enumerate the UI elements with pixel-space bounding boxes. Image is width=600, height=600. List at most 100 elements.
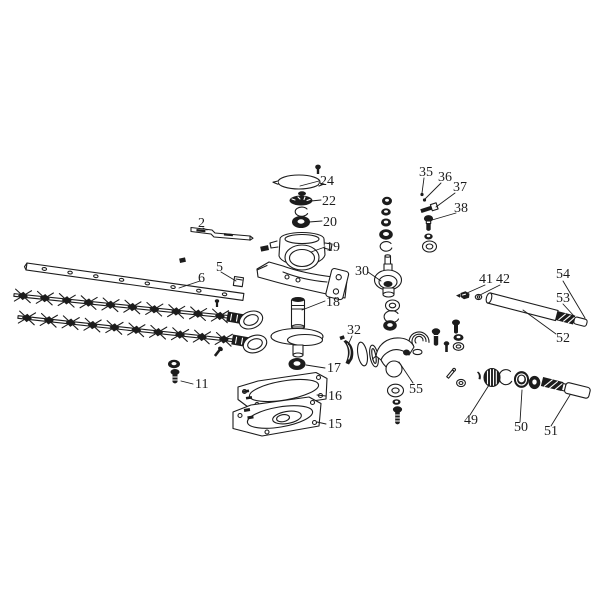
tube-washer (474, 293, 483, 301)
part-label-20: 20 (323, 215, 337, 230)
bar-hole (196, 288, 202, 293)
part-label-6: 6 (198, 271, 205, 286)
blade-tooth-center (61, 296, 72, 305)
blade-tooth-center (87, 320, 98, 330)
hex-bolt (423, 215, 434, 231)
bolt (431, 328, 441, 346)
cover-gasket (272, 174, 325, 190)
part-label-53: 53 (556, 291, 570, 306)
blade-tooth-center (218, 335, 229, 344)
blade-tooth-center (17, 291, 28, 301)
woodruff-key (477, 371, 481, 380)
blade-tooth-center (65, 318, 76, 327)
support-bracket (190, 226, 254, 241)
small-screw (214, 299, 220, 307)
part-label-15: 15 (328, 417, 342, 432)
bar-hole (41, 267, 48, 271)
blade-eyelet (238, 310, 264, 330)
blade-tooth-center (131, 325, 142, 335)
part-label-30: 30 (355, 264, 369, 279)
blade-eyelet (242, 334, 268, 354)
blade-tooth-center (39, 293, 50, 303)
cutter-blade-lower (17, 310, 268, 354)
part-label-24: 24 (320, 174, 334, 189)
part-label-51: 51 (544, 424, 558, 439)
mounting-plate (325, 267, 350, 301)
set-screw-dot (420, 192, 424, 197)
cutter-blade-upper (13, 288, 264, 330)
part-label-16: 16 (328, 389, 342, 404)
blade-tooth-center (193, 309, 204, 318)
part-label-17: 17 (327, 361, 341, 376)
blade-tooth-center (21, 313, 32, 323)
part-label-5: 5 (216, 260, 223, 275)
blade-tooth-center (175, 330, 186, 339)
cover-screw (315, 164, 321, 174)
part-label-19: 19 (326, 240, 340, 255)
blade-tooth-center (196, 332, 207, 342)
upper-bearing (291, 215, 311, 229)
sprocket-washer (289, 191, 313, 206)
pin-and-washer (446, 367, 466, 388)
bar-hole (221, 292, 228, 297)
connecting-crank (371, 337, 415, 378)
part-label-36: 36 (438, 170, 452, 185)
leader-lines (178, 177, 586, 427)
blade-tooth-center (214, 311, 225, 321)
part-label-41: 41 (479, 272, 493, 287)
part-label-2: 2 (198, 216, 205, 231)
spacer-block (179, 257, 186, 263)
blade-tooth-center (171, 307, 182, 316)
part-label-54: 54 (556, 267, 570, 282)
pinion-shaft-stack (373, 196, 403, 331)
guide-bar (23, 262, 245, 301)
part-label-38: 38 (454, 201, 468, 216)
bottom-cover-plate (232, 396, 322, 437)
cam-and-rings (339, 335, 379, 368)
part-label-11: 11 (195, 377, 208, 392)
small-bolt (443, 341, 450, 352)
blade-tooth-center (109, 323, 120, 332)
blade-tooth-center (105, 300, 116, 309)
part-label-18: 18 (326, 295, 340, 310)
bolt (452, 319, 460, 334)
small-washer (424, 233, 433, 240)
bar-hole (144, 281, 151, 286)
blade-tooth-center (127, 302, 138, 312)
splined-shaft (540, 377, 591, 399)
side-bolt (420, 202, 439, 214)
blade-tooth-center (83, 298, 94, 307)
blade-tooth-center (153, 328, 164, 337)
oil-seal (528, 375, 541, 390)
part-labels: 24 22 20 19 2 5 6 18 30 32 35 36 37 38 4… (195, 165, 570, 439)
part-label-37: 37 (453, 180, 467, 195)
part-label-50: 50 (514, 420, 528, 435)
gear-case-housing (256, 231, 350, 301)
guide-block (232, 275, 245, 288)
blade-bolt (168, 359, 180, 384)
bar-hole (118, 277, 125, 282)
bar-hole (170, 285, 176, 290)
blade-tooth-center (43, 316, 54, 325)
part-label-42: 42 (496, 272, 510, 287)
part-label-49: 49 (464, 413, 478, 428)
snap-ring (294, 206, 309, 217)
plain-washer (421, 240, 438, 253)
retaining-clip (498, 369, 513, 386)
bar-hole (93, 274, 99, 279)
eccentric-crank (270, 297, 324, 358)
washer (453, 334, 464, 341)
spacer-block (260, 245, 270, 252)
washer (452, 342, 465, 351)
blade-tooth-center (149, 305, 160, 314)
part-label-32: 32 (347, 323, 361, 338)
part-label-55: 55 (409, 382, 423, 397)
part-label-22: 22 (322, 194, 336, 209)
ball-bearing (513, 371, 530, 388)
small-screw (213, 346, 223, 357)
part-label-35: 35 (419, 165, 433, 180)
part-label-52: 52 (556, 331, 570, 346)
crank-hardware (386, 383, 405, 425)
